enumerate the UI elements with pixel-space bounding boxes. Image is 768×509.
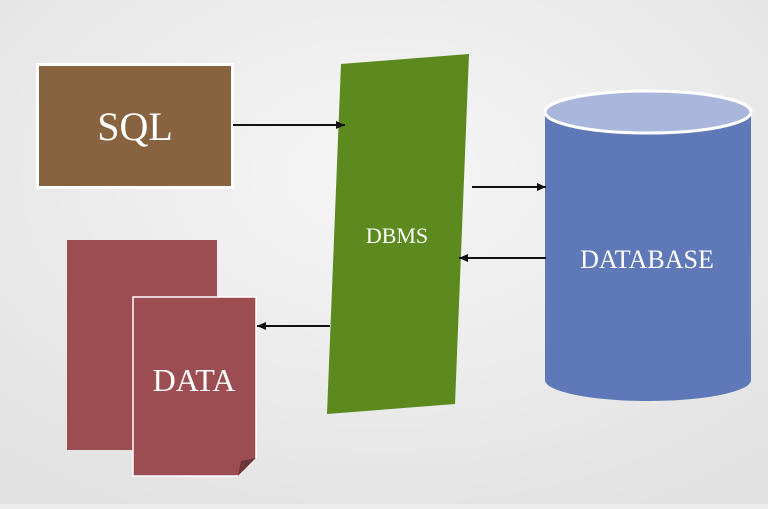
sql-node-label: SQL: [97, 104, 173, 149]
sql-node-box: [39, 66, 231, 186]
data-node-label: DATA: [153, 362, 236, 398]
dbms-node: DBMS: [327, 54, 469, 414]
sql-node: SQL: [36, 63, 234, 189]
database-node-body: [545, 112, 751, 401]
database-node-label: DATABASE: [580, 245, 714, 274]
database-node: DATABASE: [543, 89, 753, 401]
dbms-node-label: DBMS: [366, 223, 428, 248]
data-node: DATA: [67, 240, 257, 477]
dbms-node-shape: [327, 54, 469, 414]
database-node-top: [543, 89, 753, 135]
data-document-fold: [238, 458, 256, 476]
